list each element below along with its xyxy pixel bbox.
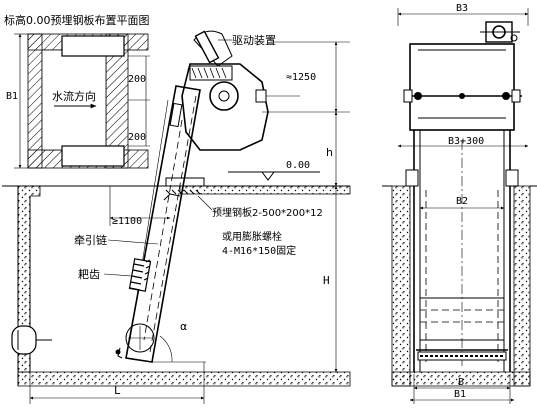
tail-sprocket xyxy=(125,323,155,353)
front-head-frame xyxy=(409,43,515,131)
dim-L: L xyxy=(114,384,121,397)
expansion-bolt-label-1: 或用膨胀螺栓 xyxy=(222,230,282,243)
dim-1250: ≈1250 xyxy=(286,72,316,83)
angle-alpha: α xyxy=(180,320,187,333)
front-right-wall xyxy=(513,185,531,387)
dim-h: h xyxy=(326,146,333,159)
front-left-wall xyxy=(391,185,411,387)
elevation-view: 驱动装置 预埋钢板2-500*200*12 或用膨胀螺栓 4-M16*150 xyxy=(2,30,351,404)
channel-right-deck-concrete xyxy=(179,185,351,195)
left-wall-left-hatch xyxy=(27,33,43,169)
dim-b1-right: B1 xyxy=(454,389,466,400)
rake-tooth-assembly xyxy=(128,258,152,292)
dim-H: H xyxy=(323,274,330,287)
drive-device-label: 驱动装置 xyxy=(232,34,276,47)
drive-housing xyxy=(181,63,269,151)
dim-b3: B3 xyxy=(456,3,468,14)
front-floor xyxy=(391,371,531,387)
embedded-plate-top xyxy=(61,35,125,57)
plate-layout-title: 标高0.00预埋钢板布置平面图 xyxy=(4,13,150,27)
channel-floor-concrete xyxy=(17,371,351,387)
rake-tooth-label: 耙齿 xyxy=(78,268,100,281)
embedded-plate-bottom xyxy=(61,145,125,167)
traction-chain-line xyxy=(149,95,197,353)
dim-b3-300: B3+300 xyxy=(448,136,484,147)
dim-200-top: 200 xyxy=(128,74,146,85)
traction-chain-label: 牵引链 xyxy=(74,233,107,247)
drive-sprocket xyxy=(209,81,239,111)
dim-b: B xyxy=(458,377,464,388)
dim-b1-left: B1 xyxy=(6,91,18,102)
expansion-bolt-label-2: 4-M16*150固定 xyxy=(222,244,296,257)
dim-1100: ≥1100 xyxy=(112,216,142,227)
water-flow-label: 水流方向 xyxy=(52,89,96,103)
front-view: B3 B3+300 B2 xyxy=(382,3,537,404)
dim-200-bottom: 200 xyxy=(128,132,146,143)
elevation-zero: 0.00 xyxy=(286,160,310,171)
embedded-plate-plan: 标高0.00预埋钢板布置平面图 水流方向 B1 200 200 xyxy=(4,13,150,169)
embedded-plate-label: 预埋钢板2-500*200*12 xyxy=(212,206,323,219)
